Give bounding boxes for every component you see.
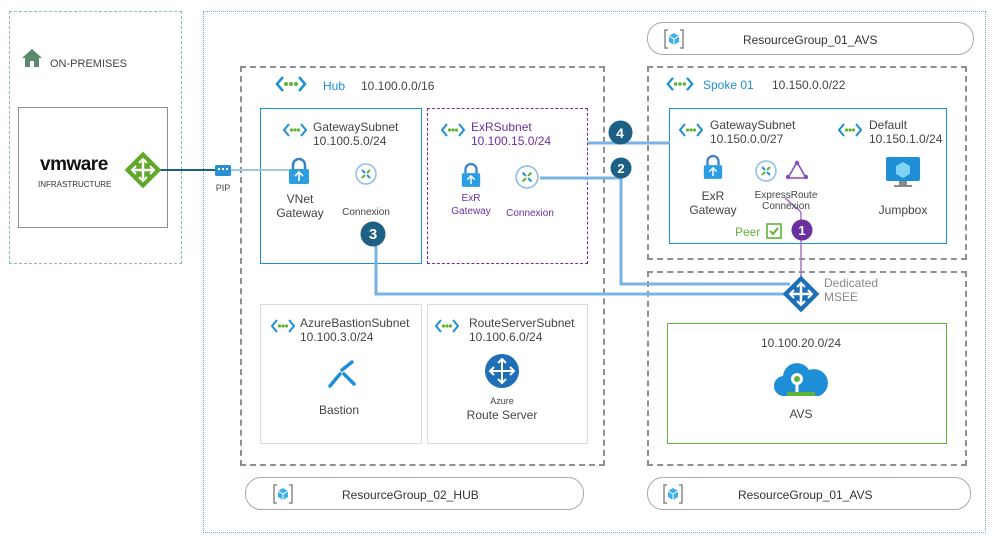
hub-cidr: 10.100.0.0/16 [361, 79, 435, 93]
hub-routeserver-subnet-cidr: 10.100.6.0/24 [469, 330, 543, 344]
connection-icon [355, 163, 377, 185]
spoke-cidr: 10.150.0.0/22 [772, 78, 846, 92]
rg-top-label: ResourceGroup_01_AVS [743, 33, 878, 47]
bastion-label: Bastion [318, 403, 360, 417]
hub-exr-subnet-name: ExRSubnet [471, 120, 532, 134]
msee-line2: MSEE [824, 290, 859, 304]
expressroute-connection-line2: Connexion [762, 201, 810, 212]
avs-cidr: 10.100.20.0/24 [760, 336, 842, 350]
hub-gateway-subnet-cidr: 10.100.5.0/24 [313, 134, 387, 148]
hub-routeserver-subnet-name: RouteServerSubnet [469, 316, 575, 330]
spoke-title: Spoke 01 [703, 78, 754, 92]
pip-label: PIP [215, 183, 231, 193]
vnet-icon [435, 319, 459, 333]
rg-top-avs[interactable] [647, 22, 974, 55]
hub-gateway-subnet-name: GatewaySubnet [313, 120, 399, 134]
router-icon [782, 275, 820, 313]
hub-exr-subnet [427, 108, 588, 264]
rg-hub-label: ResourceGroup_02_HUB [342, 488, 479, 502]
badge-2 [610, 157, 632, 179]
jumpbox-label: Jumpbox [878, 203, 928, 217]
vnet-icon [275, 76, 307, 92]
expressroute-circuit-icon [786, 160, 808, 180]
infrastructure-label: INFRASTRUCTURE [38, 180, 112, 189]
badge-2-label: 2 [617, 161, 625, 176]
badge-4-label: 4 [616, 125, 624, 141]
rg-avs-label: ResourceGroup_01_AVS [738, 488, 873, 502]
spoke-exr-gateway-line1: ExR [701, 189, 725, 203]
resource-group-icon [664, 29, 684, 49]
gateway-lock-icon [461, 162, 481, 187]
hub-bastion-subnet-cidr: 10.100.3.0/24 [300, 330, 374, 344]
route-server-line2: Route Server [466, 408, 538, 422]
vm-monitor-icon [886, 157, 920, 187]
azure-zone [203, 11, 986, 533]
public-ip-icon [215, 165, 231, 176]
hub-vnet-gateway-line2: Gateway [276, 206, 324, 220]
connection-icon [755, 160, 777, 182]
badge-1 [791, 219, 813, 241]
hub-exr-gateway-line1: ExR [461, 193, 481, 204]
peer-label: Peer [735, 225, 761, 239]
resource-group-icon [663, 484, 683, 504]
spoke-default-subnet-name: Default [869, 118, 908, 132]
expressroute-connection-line1: ExpressRoute [754, 190, 818, 201]
spoke-vnet [647, 66, 967, 260]
route-server-icon [485, 354, 519, 388]
vnet-icon [283, 123, 307, 137]
hub-vnet-gateway-line1: VNet [286, 192, 314, 206]
hub-routeserver-subnet [427, 304, 588, 444]
gateway-lock-icon [289, 157, 309, 184]
router-icon [124, 151, 162, 189]
vnet-icon [271, 319, 295, 333]
hub-title: Hub [323, 79, 346, 93]
msee-line1: Dedicated [824, 276, 879, 290]
bastion-icon [328, 360, 356, 388]
avs-cloud-icon [773, 363, 828, 397]
hub-gateway-subnet [260, 108, 422, 264]
spoke-exr-gateway-line2: Gateway [689, 203, 737, 217]
home-icon [22, 49, 42, 67]
badge-1-label: 1 [798, 223, 806, 238]
hub-gateway-connection-label: Connexion [342, 207, 390, 218]
vnet-icon [441, 123, 465, 137]
hub-exr-subnet-cidr: 10.100.15.0/24 [471, 134, 552, 148]
hub-exr-connection-label: Connexion [506, 208, 554, 219]
hub-exr-gateway-line2: Gateway [451, 206, 491, 217]
vmware-logo: vmware [40, 154, 108, 175]
badge-4 [608, 120, 633, 145]
connection-icon [515, 165, 539, 189]
badge-3-label: 3 [368, 226, 378, 243]
rg-hub[interactable] [245, 477, 584, 510]
route-server-line1: Azure [490, 396, 514, 406]
onprem-zone [9, 11, 182, 264]
spoke-gateway-subnet-cidr: 10.150.0.0/27 [710, 132, 784, 146]
rg-avs[interactable] [647, 477, 971, 510]
hub-vnet [240, 66, 605, 466]
vmware-infra-box [18, 107, 168, 228]
resource-group-icon [273, 484, 293, 504]
gateway-lock-icon [703, 154, 723, 179]
spoke-gateway-subnet-name: GatewaySubnet [710, 118, 796, 132]
vnet-icon [679, 123, 703, 137]
hub-bastion-subnet [260, 304, 422, 444]
avs-label: AVS [789, 407, 813, 421]
avs-private-cloud-box [667, 323, 947, 444]
spoke-default-subnet-cidr: 10.150.1.0/24 [869, 132, 943, 146]
onprem-title: ON-PREMISES [50, 58, 128, 70]
vnet-icon [838, 123, 862, 137]
hub-bastion-subnet-name: AzureBastionSubnet [300, 316, 410, 330]
checkbox-checked-icon[interactable] [766, 223, 782, 239]
vnet-icon [666, 77, 694, 91]
spoke-subnets-box [669, 108, 947, 244]
badge-3 [360, 221, 386, 247]
avs-region [647, 271, 967, 466]
